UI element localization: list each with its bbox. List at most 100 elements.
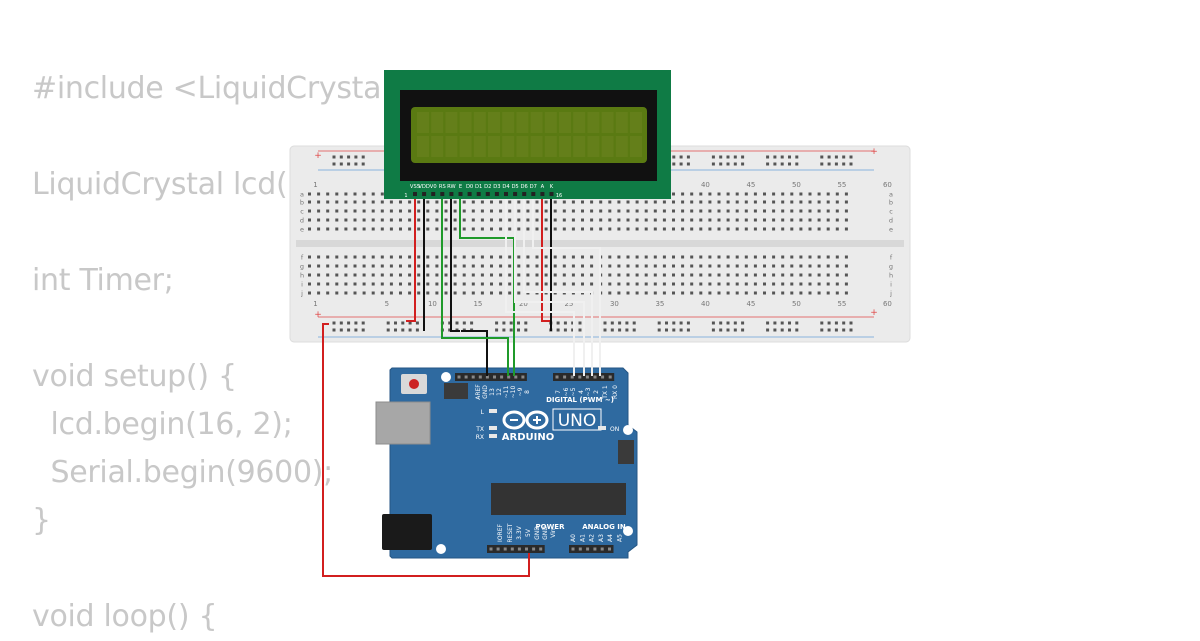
breadboard-hole — [544, 255, 548, 259]
analog-pin-label: A2 — [589, 534, 596, 542]
breadboard-hole — [335, 264, 339, 268]
breadboard-hole — [353, 282, 357, 286]
breadboard-hole — [417, 273, 421, 277]
lcd-char-cell — [459, 112, 472, 133]
lcd-pin — [513, 192, 518, 196]
breadboard-hole — [744, 227, 748, 231]
breadboard-hole — [408, 291, 412, 295]
breadboard-hole — [571, 328, 575, 332]
breadboard-hole — [626, 200, 630, 204]
breadboard-hole — [735, 192, 739, 196]
breadboard-hole — [380, 209, 384, 213]
breadboard-hole — [790, 192, 794, 196]
breadboard-hole — [335, 192, 339, 196]
lcd-char-cell — [530, 112, 543, 133]
breadboard-hole — [681, 209, 685, 213]
breadboard-hole — [335, 273, 339, 277]
breadboard-hole — [817, 227, 821, 231]
breadboard-hole — [733, 155, 737, 159]
breadboard-hole — [753, 200, 757, 204]
digital-header-left-pin — [521, 375, 525, 379]
breadboard-hole — [426, 273, 430, 277]
breadboard-hole — [717, 218, 721, 222]
breadboard-hole — [332, 328, 336, 332]
breadboard-hole — [662, 273, 666, 277]
breadboard-hole — [753, 255, 757, 259]
breadboard-hole — [735, 218, 739, 222]
breadboard-hole — [480, 227, 484, 231]
breadboard-hole — [344, 255, 348, 259]
breadboard-hole — [353, 273, 357, 277]
lcd-pin — [522, 192, 527, 196]
breadboard-hole — [679, 155, 683, 159]
breadboard-column-number: 40 — [701, 300, 710, 308]
breadboard-hole — [380, 200, 384, 204]
digital-pin-label: ~11 — [503, 385, 510, 398]
lcd-char-cell — [417, 136, 429, 157]
breadboard-hole — [471, 264, 475, 268]
breadboard-hole — [353, 192, 357, 196]
breadboard-hole — [790, 227, 794, 231]
lcd-char-cell — [587, 112, 600, 133]
breadboard-hole — [508, 218, 512, 222]
analog-pin-label: A4 — [607, 534, 614, 542]
breadboard-column-number: 10 — [428, 300, 437, 308]
digital-header-left-pin — [507, 375, 511, 379]
breadboard-hole — [644, 282, 648, 286]
breadboard-hole — [462, 218, 466, 222]
breadboard-hole — [544, 273, 548, 277]
breadboard-hole — [708, 227, 712, 231]
lcd-pin — [494, 192, 499, 196]
breadboard-hole — [662, 291, 666, 295]
led-on-label: ON — [610, 426, 619, 433]
breadboard-row-letter: a — [889, 191, 893, 199]
power-label: POWER — [536, 523, 566, 531]
power-pin-label: IOREF — [497, 524, 504, 542]
breadboard-hole — [773, 162, 777, 166]
breadboard-hole — [835, 291, 839, 295]
breadboard-hole — [726, 227, 730, 231]
breadboard-hole — [719, 162, 723, 166]
breadboard-hole — [380, 218, 384, 222]
breadboard-hole — [344, 273, 348, 277]
mount-hole-1 — [441, 372, 451, 382]
breadboard-hole — [719, 155, 723, 159]
breadboard-hole — [544, 227, 548, 231]
breadboard-hole — [563, 321, 567, 325]
breadboard-hole — [444, 264, 448, 268]
breadboard-hole — [635, 218, 639, 222]
breadboard-hole — [556, 321, 560, 325]
breadboard-hole — [849, 155, 853, 159]
breadboard-hole — [462, 291, 466, 295]
lcd-pin-label: A — [541, 184, 545, 190]
breadboard-hole — [326, 227, 330, 231]
breadboard-hole — [653, 209, 657, 213]
lcd-pin — [449, 192, 454, 196]
breadboard-hole — [335, 218, 339, 222]
breadboard-hole — [517, 273, 521, 277]
breadboard-hole — [326, 218, 330, 222]
breadboard-hole — [490, 282, 493, 286]
breadboard-hole — [426, 209, 430, 213]
breadboard-hole — [535, 273, 539, 277]
digital-pin-label: GND — [482, 385, 489, 399]
breadboard-hole — [790, 200, 794, 204]
breadboard-hole — [499, 218, 503, 222]
breadboard-hole — [773, 155, 777, 159]
breadboard-hole — [308, 200, 311, 204]
analog-header-pin — [571, 547, 575, 551]
breadboard-row-letter: d — [889, 217, 893, 225]
lcd-pin-label: D5 — [511, 184, 518, 190]
breadboard-hole — [699, 282, 703, 286]
digital-header-right-pin — [563, 375, 567, 379]
breadboard-hole — [665, 321, 668, 325]
breadboard-hole — [849, 162, 853, 166]
breadboard-hole — [508, 255, 512, 259]
uno-badge — [552, 408, 602, 431]
rail-plus-bl: + — [314, 310, 322, 320]
rail-plus-br: + — [870, 308, 878, 318]
breadboard-hole — [435, 273, 439, 277]
breadboard-hole — [772, 200, 776, 204]
breadboard-hole — [708, 192, 712, 196]
